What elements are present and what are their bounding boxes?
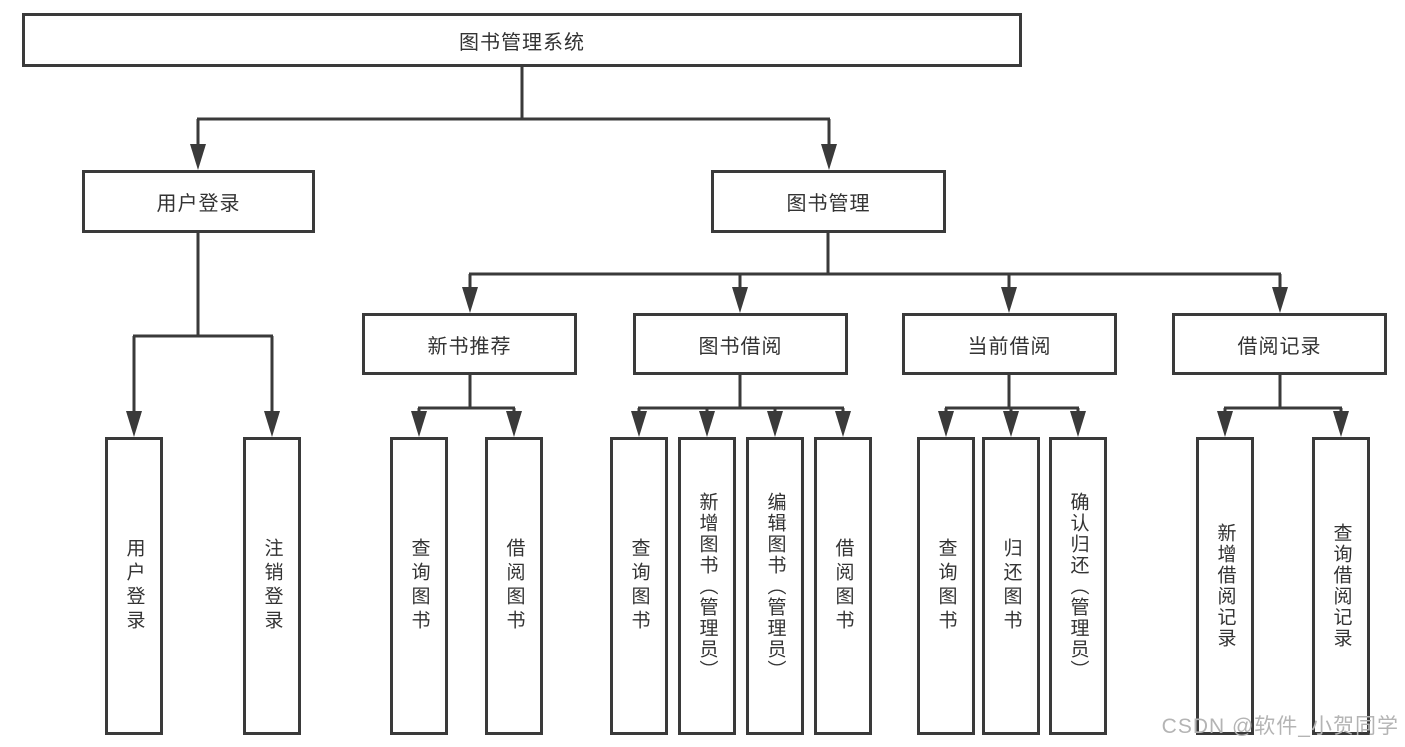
- leaf-add-book-admin: 新增图书（管理员）: [678, 437, 736, 735]
- leaf-borrow-book-1: 借阅图书: [485, 437, 543, 735]
- leaf-borrow-book-2-label: 借阅图书: [832, 538, 854, 634]
- node-book-management: 图书管理: [711, 170, 946, 233]
- node-borrow-records-label: 借阅记录: [1237, 335, 1322, 358]
- node-root-label: 图书管理系统: [459, 31, 585, 54]
- node-current-borrow-label: 当前借阅: [967, 335, 1052, 358]
- leaf-user-login-label: 用户登录: [123, 538, 145, 634]
- leaf-borrow-book-1-label: 借阅图书: [503, 538, 525, 634]
- leaf-query-book-3-label: 查询图书: [935, 538, 957, 634]
- leaf-logout-label: 注销登录: [261, 538, 283, 634]
- leaf-query-book-2: 查询图书: [610, 437, 668, 735]
- leaf-user-login: 用户登录: [105, 437, 163, 735]
- leaf-query-book-2-label: 查询图书: [628, 538, 650, 634]
- node-user-login-label: 用户登录: [156, 193, 241, 215]
- leaf-edit-book-admin-label: 编辑图书（管理员）: [764, 491, 786, 681]
- node-new-book-recommend-label: 新书推荐: [427, 335, 512, 358]
- leaf-add-book-admin-label: 新增图书（管理员）: [696, 491, 718, 681]
- node-book-borrow-label: 图书借阅: [698, 335, 783, 358]
- node-book-borrow: 图书借阅: [633, 313, 848, 375]
- leaf-query-borrow-record-label: 查询借阅记录: [1330, 523, 1352, 649]
- leaf-return-book: 归还图书: [982, 437, 1040, 735]
- leaf-edit-book-admin: 编辑图书（管理员）: [746, 437, 804, 735]
- leaf-return-book-label: 归还图书: [1000, 538, 1022, 634]
- leaf-add-borrow-record-label: 新增借阅记录: [1214, 523, 1236, 649]
- node-root-system: 图书管理系统: [22, 13, 1022, 67]
- leaf-query-book-1: 查询图书: [390, 437, 448, 735]
- node-new-book-recommend: 新书推荐: [362, 313, 577, 375]
- leaf-query-book-1-label: 查询图书: [408, 538, 430, 634]
- leaf-query-borrow-record: 查询借阅记录: [1312, 437, 1370, 735]
- leaf-confirm-return-admin-label: 确认归还（管理员）: [1067, 491, 1089, 681]
- csdn-watermark: CSDN @软件_小贺同学: [1161, 715, 1399, 738]
- node-user-login: 用户登录: [82, 170, 315, 233]
- node-current-borrow: 当前借阅: [902, 313, 1117, 375]
- leaf-logout: 注销登录: [243, 437, 301, 735]
- leaf-query-book-3: 查询图书: [917, 437, 975, 735]
- node-borrow-records: 借阅记录: [1172, 313, 1387, 375]
- node-book-management-label: 图书管理: [786, 193, 871, 215]
- leaf-add-borrow-record: 新增借阅记录: [1196, 437, 1254, 735]
- leaf-borrow-book-2: 借阅图书: [814, 437, 872, 735]
- leaf-confirm-return-admin: 确认归还（管理员）: [1049, 437, 1107, 735]
